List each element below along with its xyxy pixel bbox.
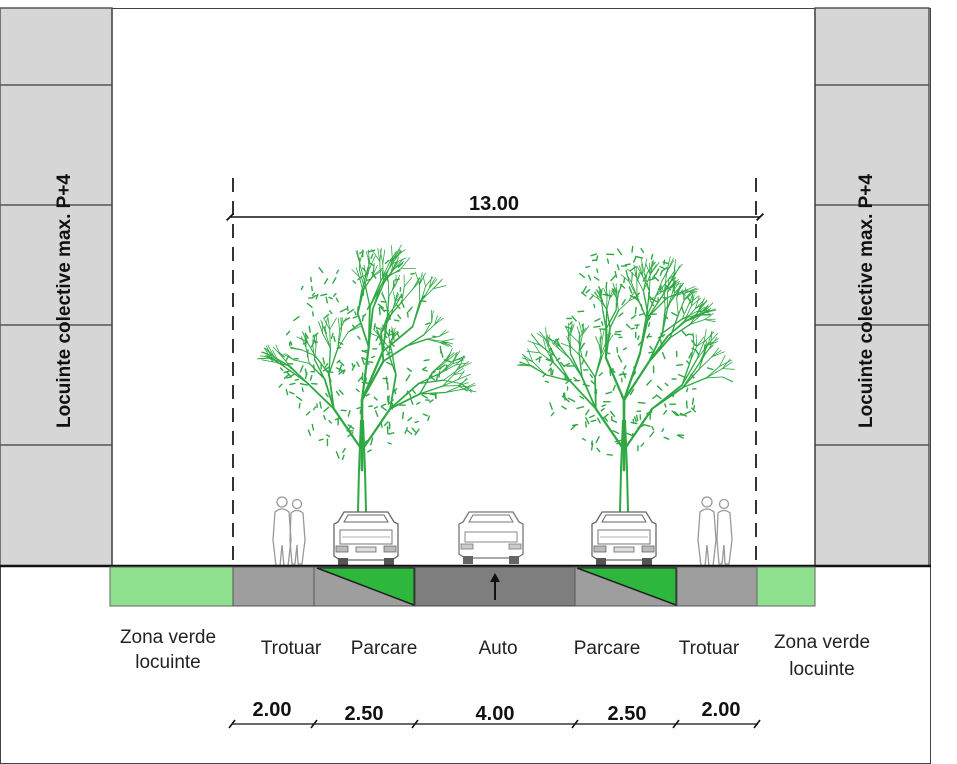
width-value: 4.00 <box>476 703 515 725</box>
direction-arrow-icon <box>490 573 500 600</box>
left-building-label: Locuinte colective max. P+4 <box>54 174 75 428</box>
width-value: 2.00 <box>253 699 292 721</box>
zone-label: Parcare <box>351 638 418 659</box>
zone-label: Zona verde <box>774 632 870 653</box>
zone-label: Zona verde <box>120 627 216 648</box>
right-building: Locuinte colective max. P+4 <box>814 7 930 567</box>
section-strip <box>109 566 816 607</box>
zone-label-line2: locuinte <box>789 659 855 680</box>
zone-label-line2: locuinte <box>135 652 201 673</box>
car-center-icon <box>458 511 524 564</box>
zone-label: Trotuar <box>261 638 322 659</box>
width-value: 2.50 <box>608 703 647 725</box>
left-building: Locuinte colective max. P+4 <box>0 7 113 567</box>
sidewalk-right <box>676 566 758 607</box>
pedestrians-left-icon <box>272 496 306 567</box>
zone-label: Parcare <box>574 638 641 659</box>
zone-labels: Zona verde locuinte Trotuar Parcare Auto… <box>120 627 870 680</box>
green-zone-left <box>109 566 234 607</box>
tree-icon <box>256 244 477 513</box>
width-value: 2.50 <box>345 703 384 725</box>
width-value: 2.00 <box>702 699 741 721</box>
pedestrians-right-icon <box>697 496 733 567</box>
overall-width-value: 13.00 <box>469 193 519 215</box>
car-left-icon <box>333 511 399 566</box>
right-building-label: Locuinte colective max. P+4 <box>856 174 877 428</box>
tree-icon <box>516 245 735 513</box>
overall-dimension: 13.00 <box>226 193 764 221</box>
width-dimensions: 2.00 2.50 4.00 2.50 2.00 <box>228 699 761 729</box>
sidewalk-left <box>232 566 315 607</box>
zone-label: Trotuar <box>679 638 740 659</box>
car-right-icon <box>591 511 657 566</box>
zone-label: Auto <box>478 638 517 659</box>
green-zone-right <box>756 566 816 607</box>
